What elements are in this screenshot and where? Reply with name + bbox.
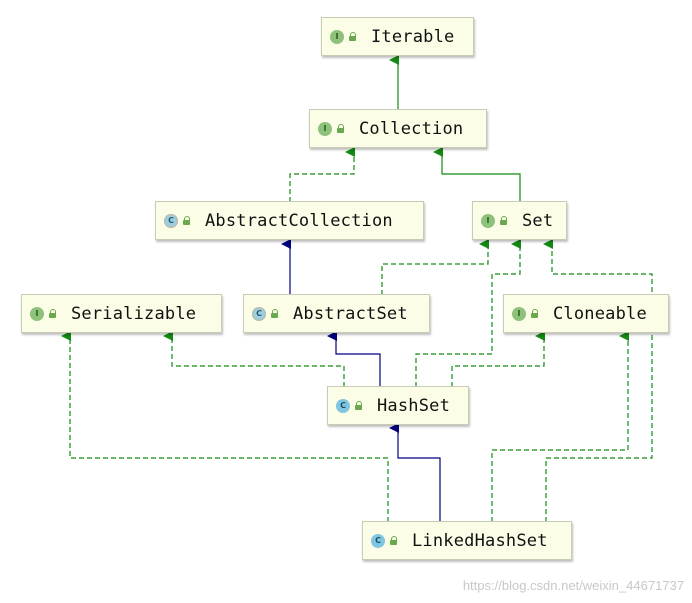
node-label: LinkedHashSet	[412, 530, 548, 551]
abstract-class-icon: C	[252, 306, 266, 321]
node-label: AbstractCollection	[205, 210, 393, 231]
interface-icon: I	[512, 306, 526, 321]
edge-hashset-cloneable	[451, 331, 545, 387]
public-lock-icon	[49, 309, 56, 318]
node-label: Cloneable	[553, 303, 647, 324]
interface-icon: I	[481, 213, 495, 228]
abstract-class-icon: C	[164, 213, 178, 228]
node-iterable[interactable]: I Iterable	[321, 17, 474, 56]
public-lock-icon	[183, 216, 190, 225]
public-lock-icon	[271, 309, 278, 318]
edge-linkedhashset-set	[543, 239, 653, 522]
public-lock-icon	[390, 536, 397, 545]
public-lock-icon	[531, 309, 538, 318]
node-label: HashSet	[377, 395, 451, 416]
public-lock-icon	[500, 216, 507, 225]
node-abstract-set[interactable]: C AbstractSet	[243, 294, 430, 333]
edge-hashset-abstractset	[327, 331, 381, 387]
node-set[interactable]: I Set	[472, 201, 567, 240]
edge-linkedhashset-cloneable	[491, 331, 629, 522]
node-label: Set	[522, 210, 554, 231]
node-collection[interactable]: I Collection	[309, 109, 487, 148]
public-lock-icon	[355, 401, 362, 410]
edge-linkedhashset-serializable	[61, 331, 389, 522]
edge-hashset-set	[415, 239, 521, 387]
class-icon: C	[371, 533, 385, 548]
public-lock-icon	[337, 124, 344, 133]
node-label: Iterable	[371, 26, 455, 47]
edge-set-collection	[433, 147, 521, 202]
node-abstract-collection[interactable]: C AbstractCollection	[155, 201, 424, 240]
interface-icon: I	[330, 29, 344, 44]
edge-hashset-serializable	[163, 331, 345, 387]
node-linked-hashset[interactable]: C LinkedHashSet	[362, 521, 572, 560]
interface-icon: I	[30, 306, 44, 321]
class-icon: C	[336, 398, 350, 413]
node-label: Serializable	[71, 303, 197, 324]
node-cloneable[interactable]: I Cloneable	[503, 294, 669, 333]
edge-abstractcollection-collection	[289, 147, 355, 202]
node-label: AbstractSet	[293, 303, 408, 324]
node-hashset[interactable]: C HashSet	[327, 386, 469, 425]
interface-icon: I	[318, 121, 332, 136]
edge-linkedhashset-hashset	[389, 423, 441, 522]
node-serializable[interactable]: I Serializable	[21, 294, 222, 333]
public-lock-icon	[349, 32, 356, 41]
node-label: Collection	[359, 118, 464, 139]
edge-abstractset-set	[381, 239, 489, 295]
watermark: https://blog.csdn.net/weixin_44671737	[462, 578, 684, 593]
